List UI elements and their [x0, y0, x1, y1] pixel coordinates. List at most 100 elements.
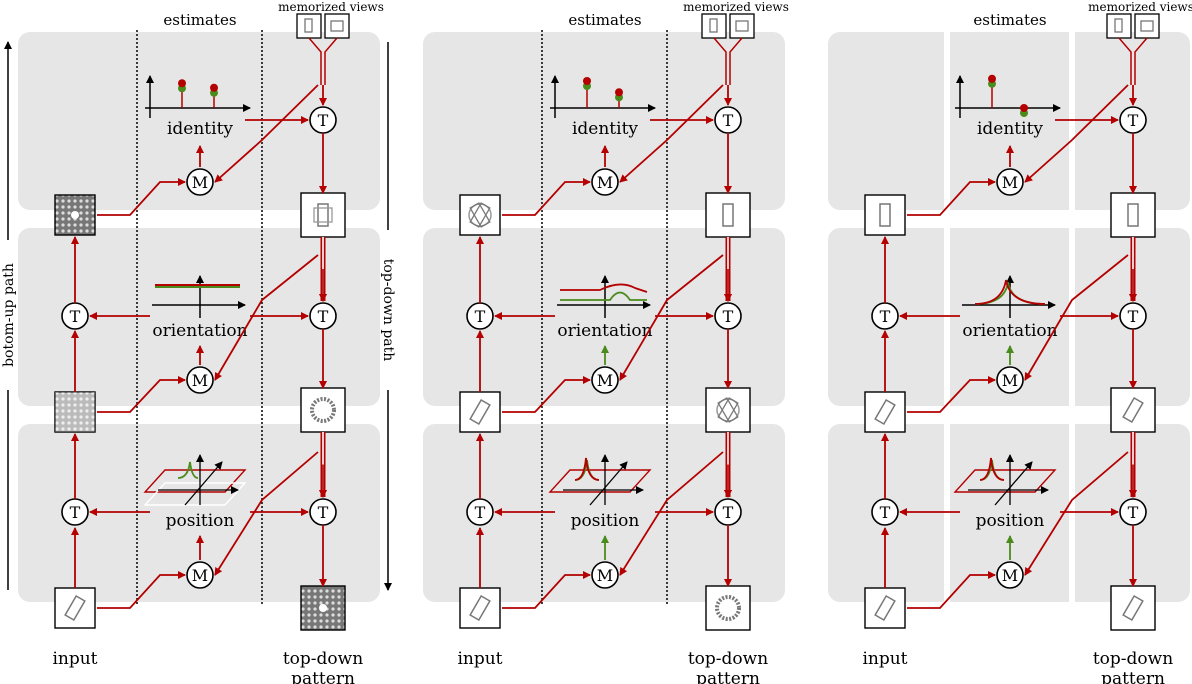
bottom-up-transform-position: T [61, 498, 89, 526]
top-down-pattern-shape [1122, 594, 1144, 622]
bottom-up-position-normalized-frame [864, 391, 906, 433]
bottom-up-transform-orientation-letter: T [70, 307, 81, 326]
top-down-position-pattern-shape2 [717, 397, 739, 423]
top-down-position-pattern [300, 387, 346, 433]
top-down-position-pattern-frame [705, 387, 751, 433]
bottom-up-position-normalized-shape [874, 398, 896, 426]
top-down-transform-orientation-letter: T [1128, 307, 1139, 326]
match-position-letter: M [192, 566, 208, 585]
match-identity-circle [186, 168, 214, 196]
identity-target-dot [615, 88, 623, 97]
identity-target-dot [583, 77, 591, 85]
arrow-memory-to-M [1024, 84, 1129, 183]
bottom-up-orientation-normalized-frame [864, 194, 906, 236]
bottom-up-transform-orientation: T [61, 302, 89, 330]
orientation-label: orientation [557, 321, 652, 341]
input-image-shape [874, 594, 896, 622]
estimates-header: estimates [163, 11, 236, 29]
estimates-header: estimates [568, 11, 641, 29]
identity-band [828, 32, 1190, 210]
bottom-up-transform-orientation-letter: T [880, 307, 891, 326]
top-down-transform-identity: T [309, 106, 337, 134]
top-down-orientation-pattern-shape [317, 203, 329, 227]
orientation-label: orientation [152, 321, 247, 341]
match-orientation-circle [186, 366, 214, 394]
bottom-up-transform-position-letter: T [475, 503, 486, 522]
match-identity-letter: M [597, 173, 613, 192]
memorized-view-1-shape [1114, 18, 1123, 33]
bottom-up-orientation-normalized-center [71, 211, 79, 219]
input-image [459, 587, 501, 629]
match-position-letter: M [597, 566, 613, 585]
orientation-band [423, 228, 785, 406]
match-identity-circle [591, 168, 619, 196]
top-down-transform-position-letter: T [723, 503, 734, 522]
orientation-target-curve [560, 283, 648, 293]
top-down-label: top-down path [380, 259, 396, 362]
match-orientation-letter: M [1002, 371, 1018, 390]
memorized-views-header: memorized views [278, 0, 384, 14]
arrow-box-to-M [907, 376, 996, 413]
match-orientation-letter: M [597, 371, 613, 390]
input-image-frame [864, 587, 906, 629]
match-orientation: M [591, 366, 619, 394]
top-down-pattern-label-2: pattern [291, 669, 355, 684]
memorized-view-2-shape [330, 20, 344, 32]
top-down-transform-orientation: T [309, 302, 337, 330]
arrow-box-to-M [97, 376, 186, 413]
bottom-up-transform-position-letter: T [70, 503, 81, 522]
top-down-transform-orientation-letter: T [723, 307, 734, 326]
bottom-up-orientation-normalized-shape2 [469, 202, 491, 228]
arrow-input-to-M [907, 571, 996, 609]
identity-label: identity [977, 119, 1043, 139]
identity-target-dot [988, 74, 996, 83]
bottom-up-orientation-normalized-shape [879, 203, 891, 227]
identity-target-dot [210, 83, 218, 92]
top-down-position-pattern-frame [1110, 387, 1156, 433]
match-identity: M [996, 168, 1024, 196]
top-down-orientation-pattern-frame [300, 192, 346, 238]
position-band [423, 424, 785, 602]
position-label: position [976, 511, 1045, 531]
position-z-axis [589, 461, 628, 506]
bottom-up-position-normalized [459, 391, 501, 433]
top-down-pattern [1110, 585, 1156, 631]
input-image [864, 587, 906, 629]
match-position-circle [186, 561, 214, 589]
bottom-up-orientation-normalized-frame [54, 194, 96, 236]
top-down-orientation-pattern [705, 192, 751, 238]
memorized-view-2 [729, 13, 755, 39]
memorized-views-header: memorized views [1088, 0, 1192, 14]
match-position: M [996, 561, 1024, 589]
input-image-shape [64, 594, 86, 622]
top-down-pattern-center [319, 604, 327, 612]
top-down-transform-identity-letter: T [723, 111, 734, 130]
top-down-transform-position: T [1119, 498, 1147, 526]
memorized-view-1 [1106, 13, 1132, 39]
top-down-pattern [300, 585, 346, 631]
bottom-up-transform-position: T [466, 498, 494, 526]
match-identity-letter: M [1002, 173, 1018, 192]
memorized-view-2-shape [735, 20, 749, 32]
top-down-transform-identity-letter: T [318, 111, 329, 130]
position-label: position [166, 511, 235, 531]
top-down-pattern-label-1: top-down [283, 649, 363, 669]
top-down-transform-identity-letter: T [1128, 111, 1139, 130]
match-orientation-circle [996, 366, 1024, 394]
position-z-axis [184, 461, 223, 506]
bottom-up-transform-orientation: T [871, 302, 899, 330]
position-estimate-curve [177, 461, 199, 479]
top-down-orientation-pattern-frame [705, 192, 751, 238]
memorized-view-2 [324, 13, 350, 39]
position-target-curve [979, 457, 1005, 481]
bottom-up-position-normalized-frame [459, 391, 501, 433]
top-down-pattern-frame [300, 585, 346, 631]
match-identity-circle [996, 168, 1024, 196]
top-down-transform-orientation: T [714, 302, 742, 330]
bottom-up-position-normalized-shape [469, 398, 491, 426]
bottom-up-position-normalized [54, 391, 96, 433]
top-down-position-pattern-shape [1122, 396, 1144, 424]
bottom-up-orientation-normalized [54, 194, 96, 236]
